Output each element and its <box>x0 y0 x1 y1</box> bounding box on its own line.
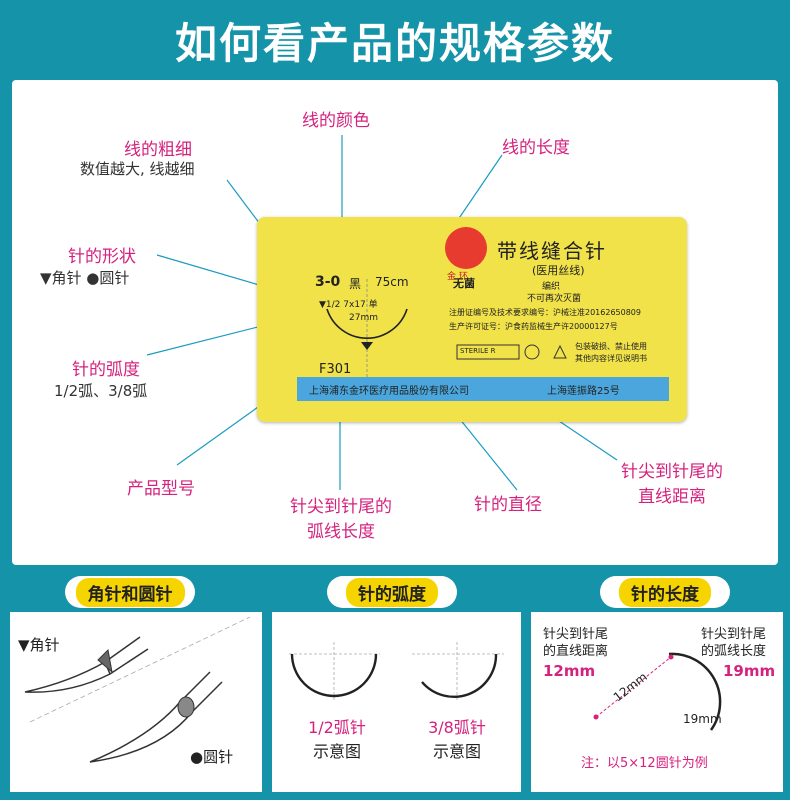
label-thread-color: 线的颜色 <box>302 111 370 131</box>
arc-length-caption: 针尖到针尾 的弧线长度 <box>701 627 767 659</box>
package-production-license: 生产许可证号：沪食药监械生产许20000127号 <box>449 322 618 331</box>
three-eighths-arc-caption: 3/8弧针 示意图 <box>428 718 486 761</box>
package-material: 编织 <box>542 282 561 292</box>
package-sterile-text: 无菌 <box>453 277 475 290</box>
brand-logo <box>445 227 487 269</box>
package-no-resterilize: 不可再次灭菌 <box>527 294 582 304</box>
straight-distance-value: 12mm <box>543 662 596 680</box>
section-title-needle-arc: 针的弧度 <box>327 576 457 608</box>
section-title-needle-types: 角针和圆针 <box>65 576 195 608</box>
package-warning-1: 包装破损、禁止使用 <box>575 342 647 351</box>
package-needle-drawing <box>326 279 567 377</box>
label-product-model: 产品型号 <box>127 479 195 499</box>
package-color: 黑 <box>349 277 362 291</box>
straight-distance-caption: 针尖到针尾 的直线距离 <box>543 627 609 659</box>
logo-text: 金 环 <box>447 272 468 282</box>
label-needle-shape: 针的形状 <box>68 247 136 267</box>
section-title-needle-length: 针的长度 <box>600 576 730 608</box>
diagram-arc-label: 19mm <box>683 712 722 726</box>
package-needle-spec: ▼1/2 7x17 单 <box>319 300 378 310</box>
package-model: F301 <box>319 362 352 377</box>
needle-arc-panel: 1/2弧针 示意图 3/8弧针 示意图 <box>272 612 521 792</box>
label-arc-length: 针尖到针尾的 弧线长度 <box>290 497 392 542</box>
needle-length-panel: 针尖到针尾 的直线距离 12mm 针尖到针尾 的弧线长度 19mm 12mm 1… <box>531 612 783 792</box>
label-arc-options: 1/2弧、3/8弧 <box>54 382 148 400</box>
package-brand-name: 带线缝合针 <box>497 239 607 263</box>
needle-length-note: 注：以5×12圆针为例 <box>581 756 708 771</box>
spec-explanation-panel: 线的颜色 线的粗细 数值越大, 线越细 线的长度 针的形状 ▼角针 ●圆针 针的… <box>12 80 778 565</box>
needle-length-drawing <box>593 652 722 731</box>
length-needle-arc <box>668 652 722 731</box>
package-subtitle: (医用丝线) <box>532 264 585 277</box>
label-shape-options: ▼角针 ●圆针 <box>40 269 130 287</box>
label-thickness-note: 数值越大, 线越细 <box>80 160 195 178</box>
needle-types-drawing <box>24 616 251 763</box>
page-title: 如何看产品的规格参数 <box>174 18 615 68</box>
length-chord-line <box>595 656 672 718</box>
label-chord-length: 针尖到针尾的 直线距离 <box>621 462 723 507</box>
needle-types-panel: ▼角针 ●圆针 <box>10 612 262 792</box>
needle-arc-drawing <box>289 642 504 702</box>
label-needle-arc: 针的弧度 <box>72 360 140 380</box>
package-length: 75cm <box>375 275 409 289</box>
package-spec: 3-0 <box>315 274 341 290</box>
label-thread-length: 线的长度 <box>502 138 570 158</box>
arc-length-value: 19mm <box>723 662 776 680</box>
package-company-bar: 上海浦东金环医疗用品股份有限公司 上海莲振路25号 <box>297 377 669 401</box>
three-eighths-arc-needle <box>421 653 498 699</box>
half-arc-caption: 1/2弧针 示意图 <box>308 718 366 761</box>
package-registration: 注册证编号及技术要求编号：沪械注准20162650809 <box>449 308 641 317</box>
package-address: 上海莲振路25号 <box>547 386 620 397</box>
round-needle-label: ●圆针 <box>190 748 234 766</box>
package-chord: 27mm <box>349 313 378 323</box>
label-thread-thickness: 线的粗细 <box>124 140 192 160</box>
half-arc-needle <box>290 653 378 698</box>
suture-package: 金 环 3-0 黑 75cm ▼1/2 7x17 单 27mm F301 带线缝… <box>257 217 687 422</box>
package-company: 上海浦东金环医疗用品股份有限公司 <box>309 386 469 397</box>
sterile-badge: STERILE R <box>460 347 496 355</box>
package-warning-2: 其他内容详见说明书 <box>575 354 647 363</box>
triangle-needle-label: ▼角针 <box>18 636 60 654</box>
label-needle-diameter: 针的直径 <box>474 495 542 515</box>
